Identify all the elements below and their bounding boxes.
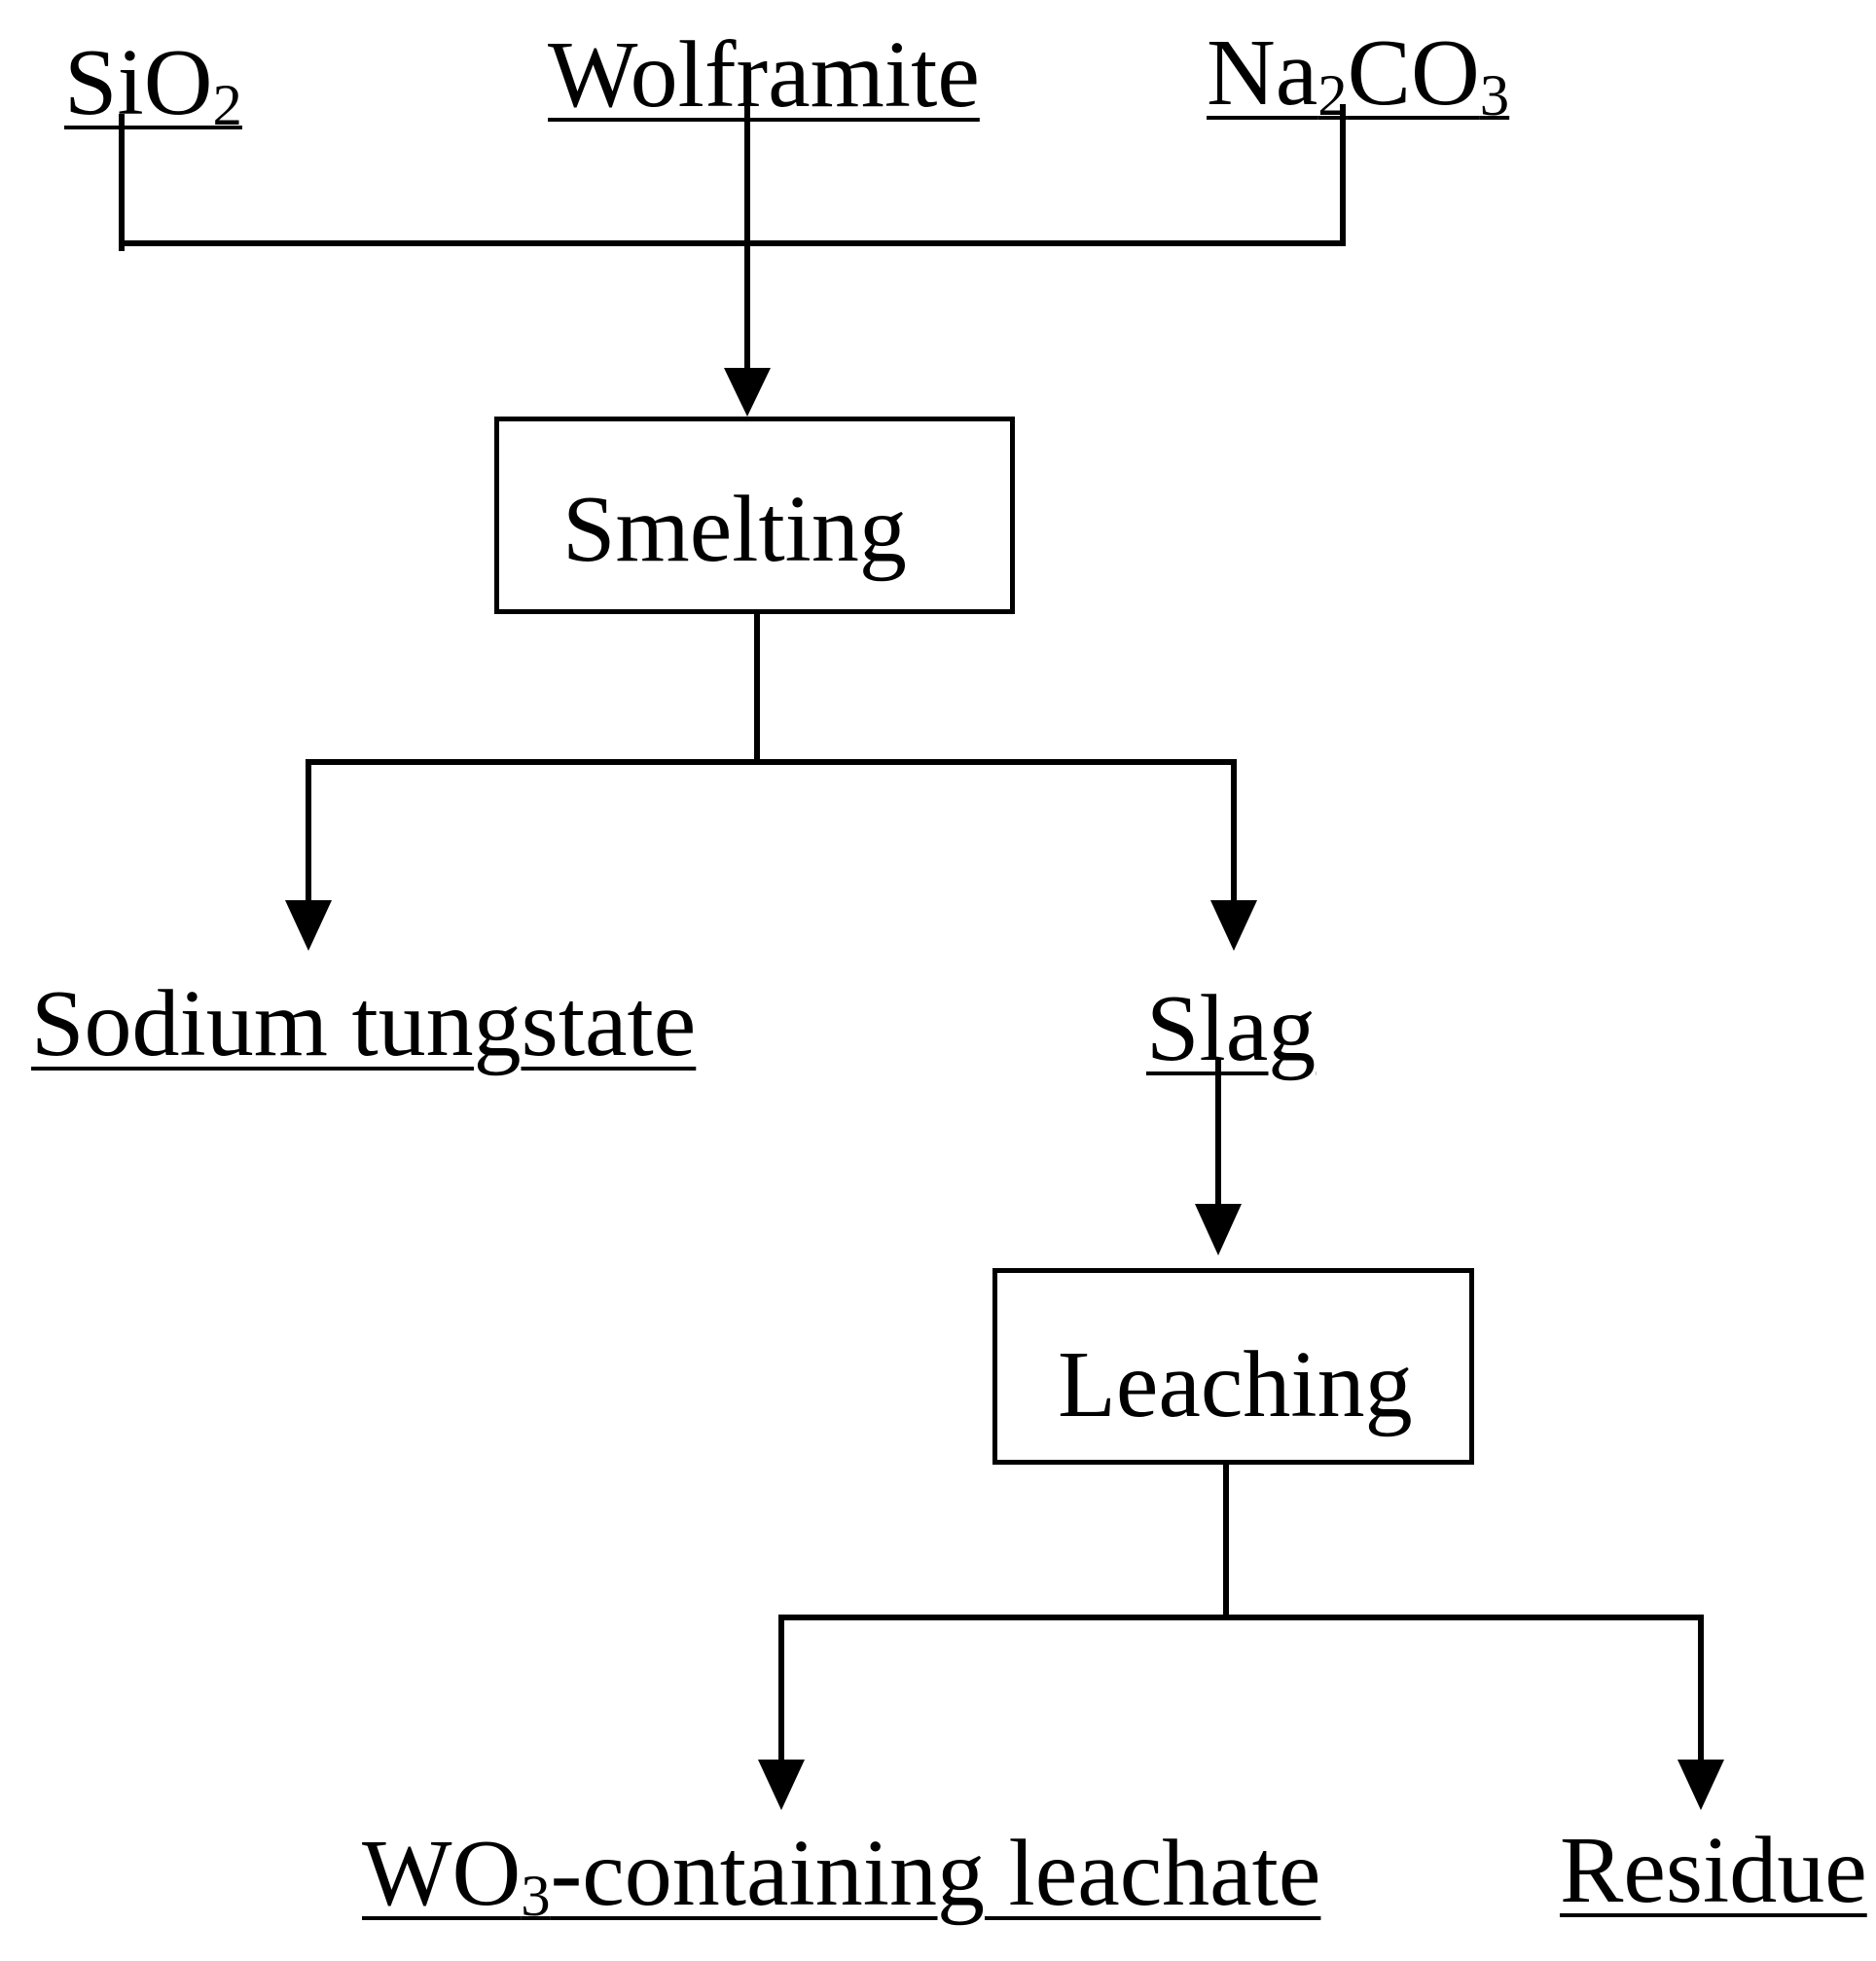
input-na2co3: Na2CO3 <box>1207 25 1509 126</box>
leachate-text-wo: WO <box>362 1821 522 1926</box>
product-residue: Residue <box>1560 1823 1867 1918</box>
smelting-box <box>494 417 1015 614</box>
slag-text: Slag <box>1146 976 1317 1081</box>
na2co3-text-co: CO <box>1347 20 1480 126</box>
arrowhead-to-residue <box>1678 1760 1724 1810</box>
arrowhead-to-sodium-tungstate <box>285 900 332 951</box>
product-slag: Slag <box>1146 981 1316 1076</box>
input-wolframite: Wolframite <box>548 27 980 123</box>
na2co3-text-na: Na <box>1207 20 1318 126</box>
leachate-text-rest: -containing leachate <box>550 1821 1321 1926</box>
wolframite-text: Wolframite <box>548 22 980 127</box>
na2co3-subscript-3: 3 <box>1479 62 1510 128</box>
residue-text: Residue <box>1560 1818 1867 1923</box>
product-sodium-tungstate: Sodium tungstate <box>31 976 696 1071</box>
sodium-tungstate-text: Sodium tungstate <box>31 971 697 1076</box>
smelting-label: Smelting <box>562 477 907 582</box>
leaching-label: Leaching <box>1058 1332 1413 1437</box>
na2co3-subscript-2: 2 <box>1317 62 1348 128</box>
input-sio2: SiO2 <box>64 35 242 135</box>
arrowhead-to-smelting <box>724 368 771 417</box>
leachate-subscript-3: 3 <box>521 1863 551 1929</box>
arrowhead-to-leaching <box>1195 1204 1242 1255</box>
sio2-text: SiO <box>64 30 213 135</box>
leaching-box <box>992 1268 1474 1465</box>
sio2-subscript: 2 <box>212 72 242 138</box>
product-leachate: WO3-containing leachate <box>362 1826 1320 1926</box>
arrowhead-to-leachate <box>758 1760 805 1810</box>
arrowhead-to-slag <box>1210 900 1257 951</box>
